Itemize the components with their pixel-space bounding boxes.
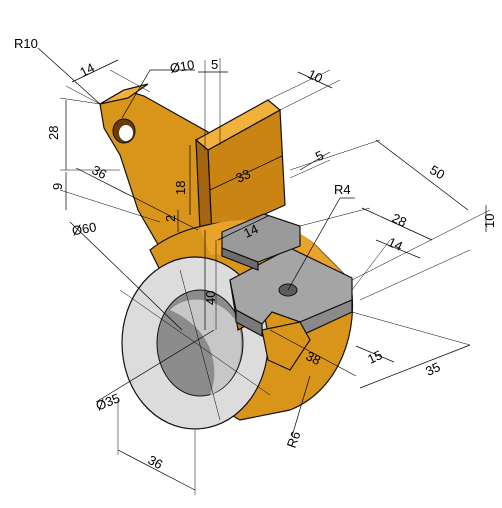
- dim-phi10: Ø10: [169, 57, 196, 76]
- dim-35: 35: [423, 359, 442, 379]
- dim-15: 15: [365, 347, 384, 367]
- dim-40: 40: [203, 291, 218, 305]
- dim-36-left: 36: [89, 162, 109, 182]
- dim-5-top: 5: [211, 57, 218, 72]
- arm-hole-inner: [119, 125, 133, 141]
- dim-9-left: 9: [50, 183, 65, 190]
- gray-plate-side: [221, 247, 259, 271]
- part-body: [99, 83, 354, 430]
- dim-33: 33: [233, 166, 252, 186]
- dim-28-left: 28: [46, 126, 61, 140]
- lug-front-gray: [235, 308, 263, 338]
- dim-14-slot: 14: [241, 221, 260, 241]
- dim-14-right: 14: [386, 234, 405, 254]
- dim-14-top: 14: [77, 60, 97, 80]
- slot-tab: [261, 321, 311, 371]
- dim-38: 38: [303, 348, 323, 368]
- dim-10-top: 10: [306, 66, 325, 86]
- left-arm-top: [99, 83, 149, 105]
- dim-50: 50: [427, 162, 447, 182]
- dim-2: 2: [163, 215, 178, 222]
- dim-r4: R4: [334, 182, 351, 197]
- dim-r6: R6: [284, 429, 304, 450]
- dim-10-right: 10: [482, 214, 497, 228]
- dimension-lines: [37, 47, 491, 495]
- dim-36-bottom: 36: [145, 452, 165, 472]
- dim-r10: R10: [14, 36, 38, 51]
- dim-18: 18: [173, 181, 188, 195]
- ring-bore-inside: [170, 299, 242, 395]
- left-arm-face: [99, 89, 209, 249]
- dim-phi35: Ø35: [94, 390, 122, 413]
- dim-phi60: Ø60: [71, 219, 98, 238]
- dim-28-right: 28: [390, 210, 409, 230]
